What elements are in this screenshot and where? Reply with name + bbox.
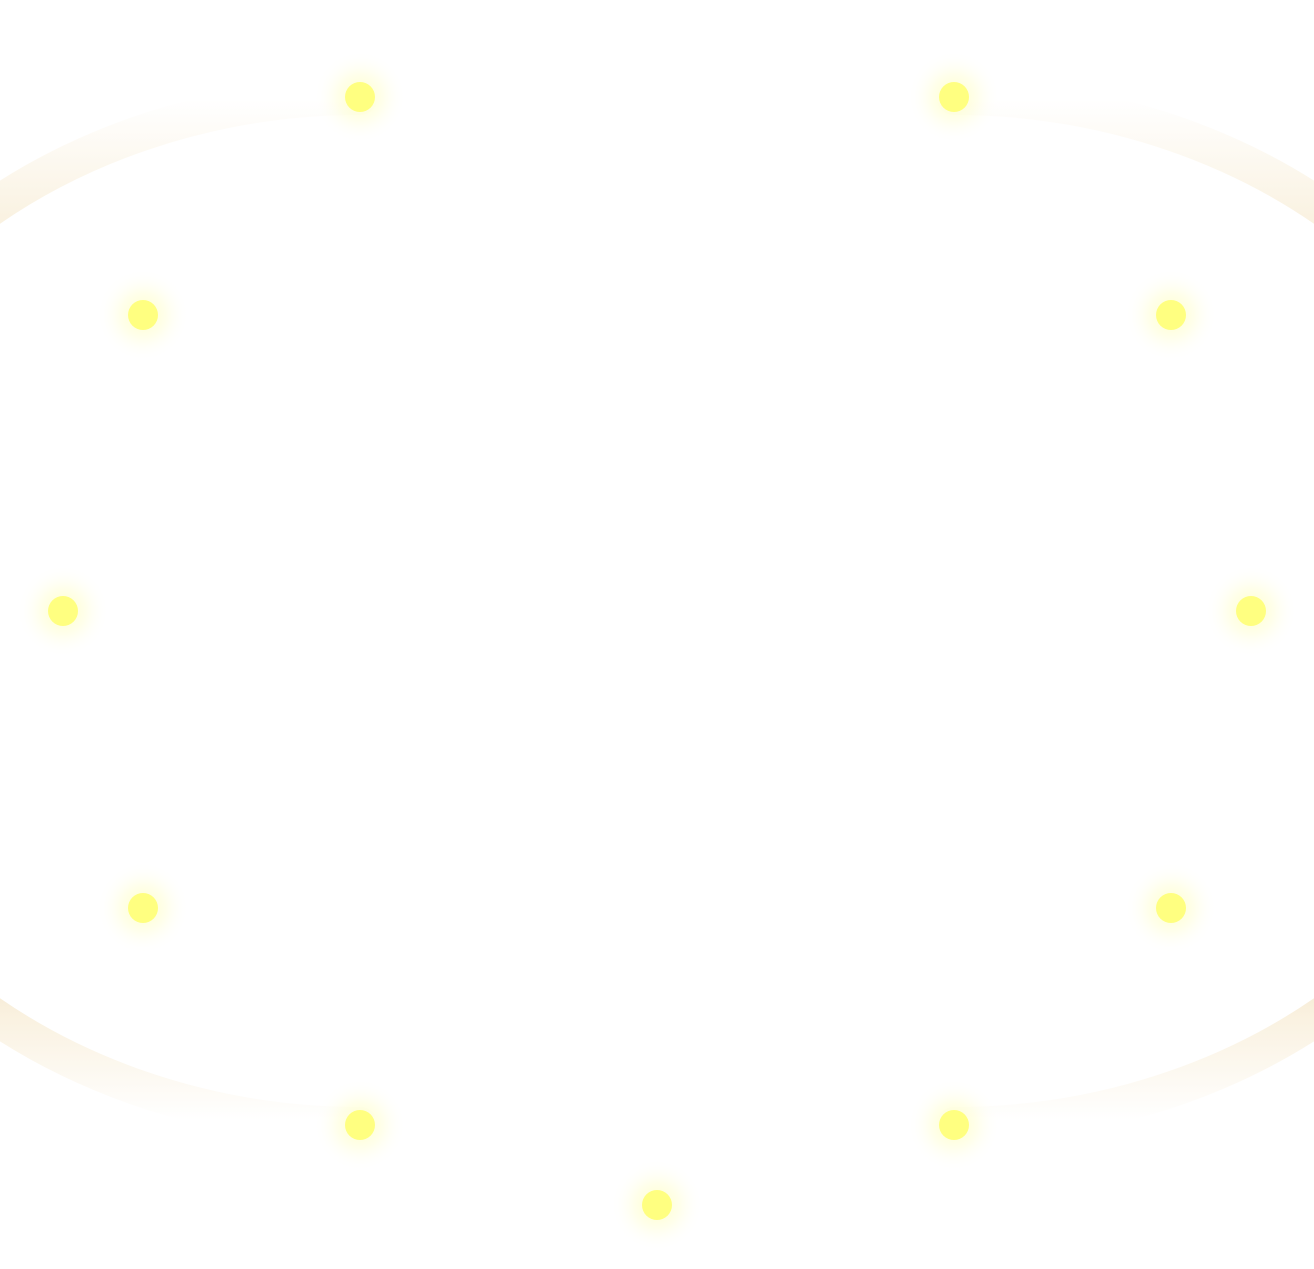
light-dot bbox=[1236, 596, 1266, 626]
light-dot bbox=[48, 596, 78, 626]
light-dot bbox=[128, 300, 158, 330]
light-dot bbox=[1156, 300, 1186, 330]
light-dot bbox=[939, 1110, 969, 1140]
light-dot bbox=[345, 82, 375, 112]
light-dot bbox=[939, 82, 969, 112]
light-dot bbox=[1156, 893, 1186, 923]
ring-lights bbox=[17, 51, 1297, 1251]
ring-arc-left bbox=[0, 79, 378, 1143]
ring-arc-right bbox=[936, 79, 1314, 1143]
light-dot bbox=[642, 1190, 672, 1220]
light-dot bbox=[128, 893, 158, 923]
light-dot bbox=[345, 1110, 375, 1140]
